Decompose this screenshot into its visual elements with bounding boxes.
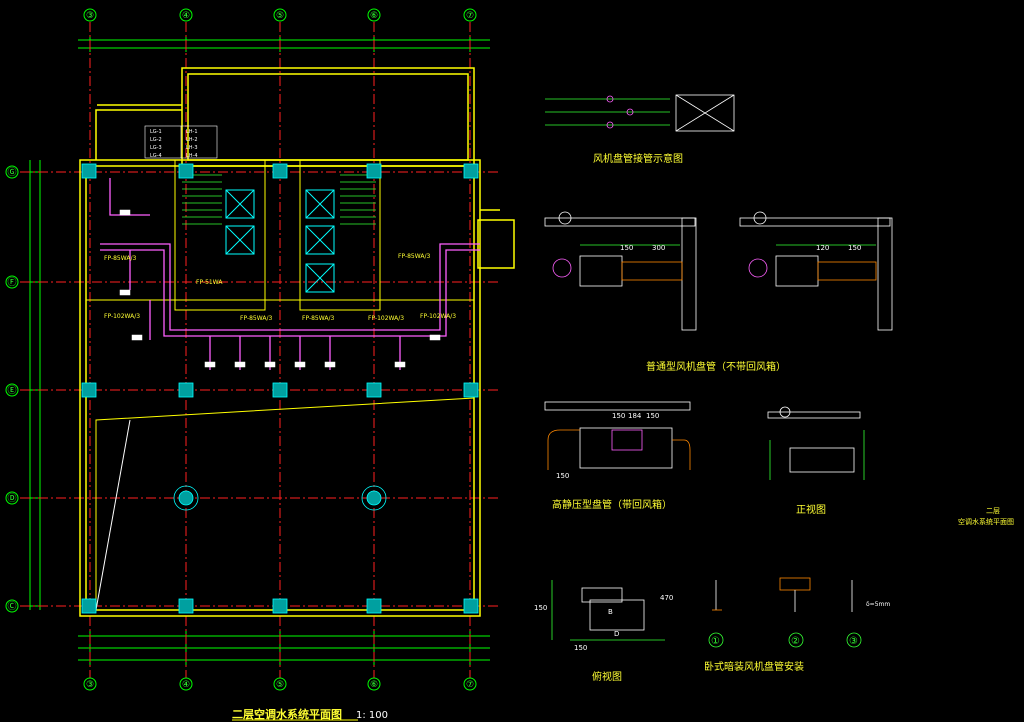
riser-lg3: LG-3: [150, 145, 162, 151]
axis-label-e: Ⓔ: [7, 385, 16, 396]
high-static-title: 高静压型盘管（带回风箱）: [552, 498, 672, 511]
riser-lh3: LH-3: [186, 145, 198, 151]
axis-bubble-labels: ③ ④ ⑤ ⑥ ⑦ ③ ④ ⑤ ⑥ ⑦ Ⓖ Ⓕ Ⓔ Ⓓ Ⓒ: [7, 11, 474, 690]
dim-side-3: 470: [660, 594, 673, 602]
install-marker-2: ②: [791, 636, 800, 647]
axis-label-bottom-7: ⑦: [466, 680, 474, 690]
fp-label-6: FP-85WA/3: [302, 315, 334, 322]
axis-label-c: Ⓒ: [7, 601, 16, 612]
axis-label-bottom-4: ④: [182, 680, 190, 690]
install-note: δ=5mm: [866, 601, 890, 608]
riser-lh2: LH-2: [186, 137, 198, 143]
bottom-dimension-lines: [78, 630, 490, 665]
riser-lg1: LG-1: [150, 129, 162, 135]
axis-label-top-3: ③: [86, 11, 94, 21]
side-note-line2: 空调水系统平面图: [958, 517, 1014, 526]
dim-side-1: 150: [574, 644, 587, 652]
dim-normal-2: 300: [652, 244, 665, 252]
side-note-line1: 二层: [986, 507, 1000, 515]
fp-label-3: FP-51WA: [196, 279, 223, 286]
detail-high-static: 150 184 150 150 高静压型盘管（带回风箱）: [544, 401, 691, 511]
floor-plan: ③ ④ ⑤ ⑥ ⑦ ③ ④ ⑤ ⑥ ⑦ Ⓖ Ⓕ Ⓔ Ⓓ Ⓒ: [5, 8, 515, 721]
riser-table: LG-1 LG-2 LG-3 LG-4 LH-1 LH-2 LH-3 LH-4: [144, 125, 218, 159]
dim-side-b: B: [608, 608, 613, 616]
axis-label-top-7: ⑦: [466, 11, 474, 21]
dim-side-d: D: [614, 630, 619, 638]
axis-label-f: Ⓕ: [7, 277, 16, 288]
detail-side-view: B D 150 150 470 俯视图: [534, 580, 673, 683]
axis-label-top-5: ⑤: [276, 11, 284, 21]
riser-lg4: LG-4: [150, 153, 162, 159]
detail-concealed-install: ① ② ③ δ=5mm 卧式暗装风机盘管安装: [704, 577, 890, 673]
side-view-title: 俯视图: [592, 670, 622, 683]
dim-normal-1: 150: [620, 244, 633, 252]
top-dimension-lines: [78, 36, 490, 52]
fancoil-labels: FP-85WA/3 FP-85WA/3 FP-51WA FP-102WA/3 F…: [104, 253, 456, 322]
axis-label-bottom-6: ⑥: [370, 680, 378, 690]
detail-front-view: 正视图: [767, 406, 865, 516]
axis-label-bottom-5: ⑤: [276, 680, 284, 690]
fp-label-2: FP-85WA/3: [398, 253, 430, 260]
core-walls: [86, 159, 475, 611]
left-dimension-lines: [26, 160, 44, 610]
detail-schematic: 风机盘管接管示意图: [545, 94, 735, 165]
dim-normal-4: 150: [848, 244, 861, 252]
dim-high-3: 150: [646, 412, 659, 420]
fp-label-8: FP-102WA/3: [420, 313, 456, 320]
schematic-title: 风机盘管接管示意图: [593, 152, 683, 165]
dim-high-1: 150: [612, 412, 625, 420]
axis-label-d: Ⓓ: [7, 493, 16, 504]
concealed-install-title: 卧式暗装风机盘管安装: [704, 660, 804, 673]
fp-label-5: FP-85WA/3: [240, 315, 272, 322]
install-marker-1: ①: [711, 636, 720, 647]
stairs: [182, 174, 376, 225]
water-pipes: [100, 178, 480, 370]
fp-label-7: FP-102WA/3: [368, 315, 404, 322]
elevator-shafts: [225, 189, 335, 293]
structural-columns: [81, 163, 479, 614]
fp-label-1: FP-85WA/3: [104, 255, 136, 262]
axis-lines: [20, 22, 500, 678]
install-marker-3: ③: [849, 636, 858, 647]
front-view-title: 正视图: [796, 503, 826, 516]
riser-lh1: LH-1: [186, 129, 198, 135]
dim-high-4: 150: [556, 472, 569, 480]
axis-label-top-4: ④: [182, 11, 190, 21]
riser-lg2: LG-2: [150, 137, 162, 143]
plan-title: 二层空调水系统平面图: [232, 707, 342, 721]
fancoil-units: [119, 209, 441, 368]
fp-label-4: FP-102WA/3: [104, 313, 140, 320]
side-note: 二层 空调水系统平面图: [958, 507, 1014, 526]
axis-label-g: Ⓖ: [7, 167, 16, 178]
axis-bubbles: [5, 8, 477, 691]
riser-lh4: LH-4: [186, 153, 198, 159]
axis-label-bottom-3: ③: [86, 680, 94, 690]
normal-fancoil-title: 普通型风机盘管（不带回风箱）: [646, 360, 786, 373]
axis-label-top-6: ⑥: [370, 11, 378, 21]
plan-scale: 1: 100: [356, 710, 388, 721]
detail-normal-fancoil: 150 300 120 150 普通型风机盘管（不带回风箱）: [544, 211, 893, 373]
dim-side-2: 150: [534, 604, 547, 612]
dim-high-2: 184: [628, 412, 642, 420]
dim-normal-3: 120: [816, 244, 829, 252]
